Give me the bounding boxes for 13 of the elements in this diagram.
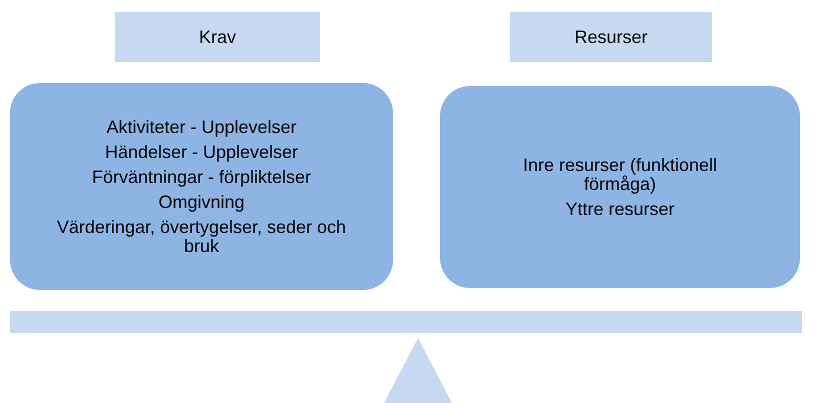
item-text: Förväntningar - förpliktelser	[92, 168, 312, 186]
fulcrum-triangle	[384, 338, 452, 403]
item-text: Aktiviteter - Upplevelser	[106, 118, 297, 136]
balance-beam	[10, 311, 802, 333]
item-text: Inre resurser (funktionell förmåga)	[522, 156, 718, 194]
resources-box	[440, 86, 800, 288]
header-box: Resurser	[510, 12, 712, 62]
header-box: Krav	[115, 12, 320, 62]
item-text: Yttre resurser	[565, 200, 675, 218]
item-text: Värderingar, övertygelser, seder och bruk	[56, 218, 348, 256]
item-text: Omgivning	[158, 192, 245, 212]
item-text: Händelser - Upplevelser	[104, 142, 298, 162]
requirements-box	[10, 83, 393, 290]
